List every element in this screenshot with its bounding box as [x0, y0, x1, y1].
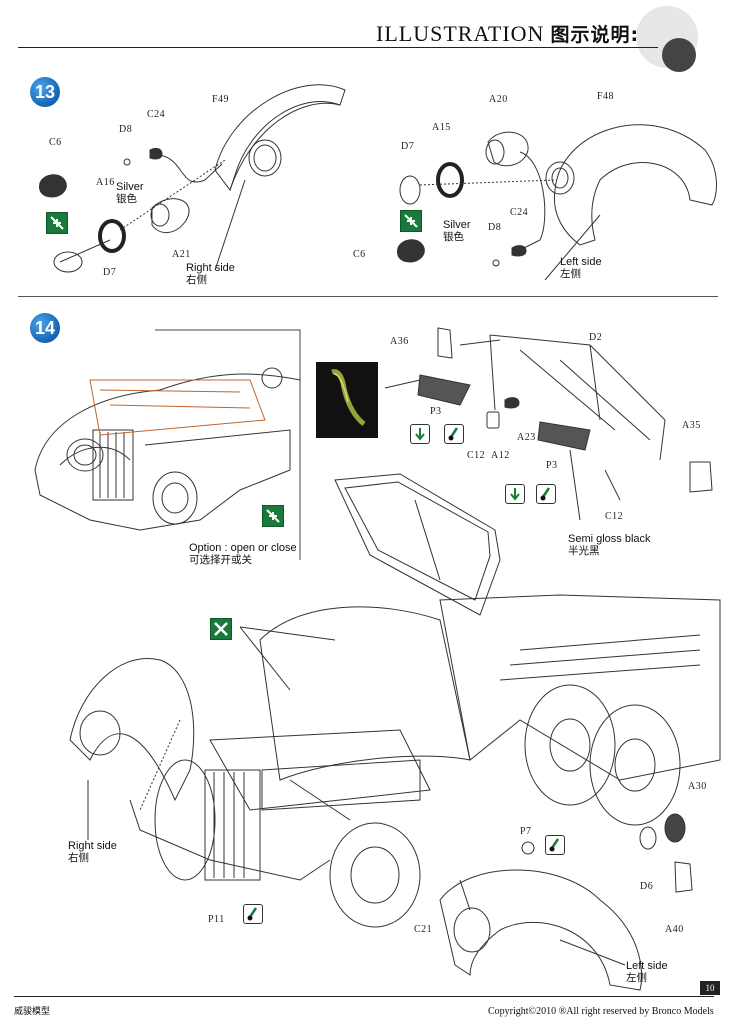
header-rule	[18, 47, 658, 48]
note-silver-cn: 银色	[116, 193, 137, 205]
part-label-a30: A30	[688, 781, 707, 792]
part-label-p11: P11	[208, 914, 225, 925]
press-down-icon	[505, 484, 525, 504]
part-label-c6-b: C6	[353, 249, 366, 260]
part-label-a16: A16	[96, 177, 115, 188]
headlight-housing-a21	[152, 199, 189, 233]
step-14-badge: 14	[30, 313, 60, 343]
right-side-cn-14: 右侧	[68, 852, 89, 864]
part-label-d6: D6	[640, 881, 654, 892]
paint-brush-icon	[545, 835, 565, 855]
part-label-a35: A35	[682, 420, 701, 431]
fender-f48-left	[554, 125, 716, 245]
glue-attach-icon	[262, 505, 284, 527]
part-label-a20: A20	[489, 94, 508, 105]
part-label-d8-b: D8	[488, 222, 502, 233]
part-label-f48: F48	[597, 91, 615, 102]
page-title-cn: 图示说明:	[550, 24, 640, 46]
right-side-en: Right side	[186, 262, 235, 274]
part-label-d8-a: D8	[119, 124, 133, 135]
paint-note-semi-gloss: Semi gloss black 半光黑	[568, 533, 651, 557]
step-13-badge: 13	[30, 77, 60, 107]
left-side-en-14: Left side	[626, 960, 668, 972]
part-label-d2: D2	[589, 332, 603, 343]
footer-brand-cn: 威骏模型	[14, 1007, 51, 1017]
fender-left-main	[440, 870, 642, 990]
paint-brush-icon	[536, 484, 556, 504]
paint-brush-icon	[444, 424, 464, 444]
right-side-label-13: Right side 右侧	[186, 262, 235, 286]
rollbar-d2	[490, 335, 665, 460]
note-silver-en-b: Silver	[443, 219, 471, 231]
part-label-p3-b: P3	[546, 460, 558, 471]
note-silver-cn-b: 银色	[443, 231, 464, 243]
headlight-bezel-a15	[438, 164, 462, 196]
headlight-housing-a20	[488, 132, 528, 166]
glue-attach-icon	[46, 212, 68, 234]
right-side-cn: 右侧	[186, 274, 207, 286]
note-silver-a: Silver 银色	[116, 181, 144, 205]
left-side-label-13: Left side 左侧	[560, 256, 602, 280]
part-label-c12-b: C12	[605, 511, 624, 522]
cargo-bed	[440, 595, 720, 780]
cover-c6-left	[398, 240, 425, 262]
part-label-a23: A23	[517, 432, 536, 443]
left-side-cn-14: 左侧	[626, 972, 647, 984]
footer-copyright: Copyright©2010 ®All right reserved by Br…	[488, 1006, 714, 1017]
bonnet	[260, 607, 470, 780]
part-label-a21: A21	[172, 249, 191, 260]
fender-f49-right	[215, 85, 345, 190]
press-down-icon	[410, 424, 430, 444]
part-label-p7: P7	[520, 826, 532, 837]
part-label-c6-a: C6	[49, 137, 62, 148]
paint-brush-icon	[243, 904, 263, 924]
option-note: Option : open or close 可选择开或关	[189, 542, 297, 566]
note-silver-b: Silver 银色	[443, 219, 471, 243]
part-label-f49: F49	[212, 94, 230, 105]
header-decor-dot	[662, 38, 696, 72]
part-label-a15: A15	[432, 122, 451, 133]
page-number: 10	[700, 981, 720, 995]
part-label-d7-b: D7	[401, 141, 415, 152]
step-separator	[18, 296, 718, 297]
headlight-lens-d7-right	[54, 252, 82, 272]
part-label-a40: A40	[665, 924, 684, 935]
fender-right-main	[70, 658, 194, 800]
part-label-p3-a: P3	[430, 406, 442, 417]
semi-gloss-cn: 半光黑	[568, 545, 600, 557]
option-cn: 可选择开或关	[189, 554, 252, 566]
headlight-lens-d7-left	[400, 176, 420, 204]
left-side-en: Left side	[560, 256, 602, 268]
footer-rule	[14, 996, 714, 997]
cover-c6-right	[40, 175, 67, 197]
windshield-frame	[335, 474, 500, 615]
semi-gloss-en: Semi gloss black	[568, 533, 651, 545]
part-label-c24-b: C24	[510, 207, 529, 218]
option-en: Option : open or close	[189, 542, 297, 554]
right-side-label-14: Right side 右侧	[68, 840, 117, 864]
left-side-label-14: Left side 左侧	[626, 960, 668, 984]
part-label-d7-a: D7	[103, 267, 117, 278]
remove-part-icon	[210, 618, 232, 640]
part-label-c12-a: C12	[467, 450, 486, 461]
right-side-en-14: Right side	[68, 840, 117, 852]
note-silver-en: Silver	[116, 181, 144, 193]
part-label-c21: C21	[414, 924, 433, 935]
left-side-cn: 左侧	[560, 268, 581, 280]
part-photo-inset	[316, 362, 378, 438]
page-title-en: ILLUSTRATION	[376, 21, 545, 46]
part-label-a36: A36	[390, 336, 409, 347]
part-label-a12: A12	[491, 450, 510, 461]
part-label-c24-a: C24	[147, 109, 166, 120]
glue-attach-icon	[400, 210, 422, 232]
headlight-bezel-a16	[100, 221, 124, 251]
